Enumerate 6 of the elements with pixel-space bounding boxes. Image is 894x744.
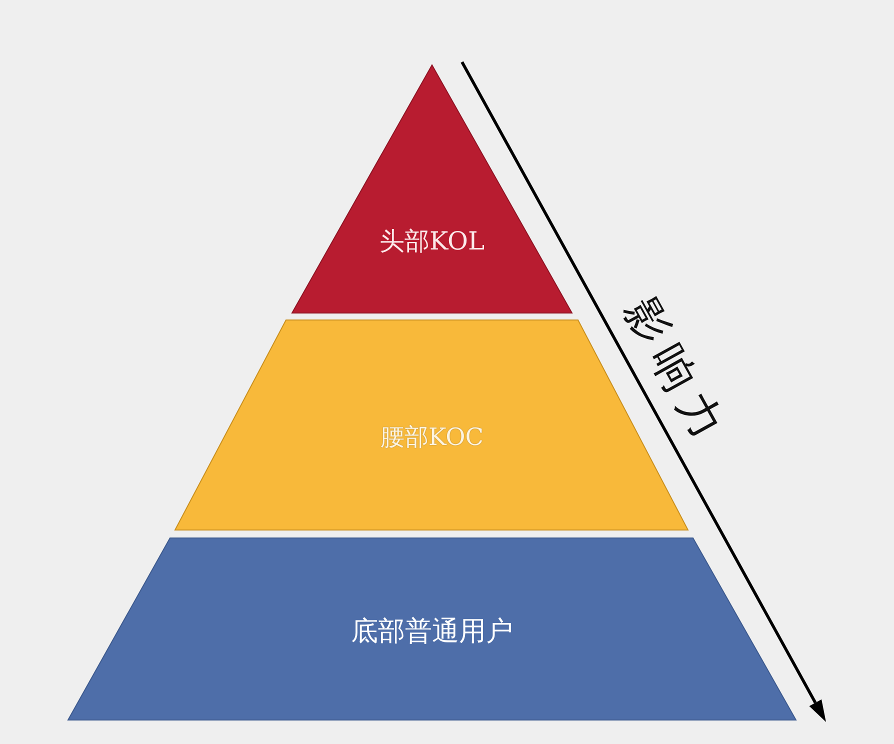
axis-label: 影响力 <box>613 288 739 458</box>
tier-label: 底部普通用户 <box>351 617 513 647</box>
pyramid-top-triangle <box>292 65 572 313</box>
tier-label: 头部KOL <box>379 227 485 255</box>
pyramid-base-tier <box>68 538 796 720</box>
tier-label: 腰部KOC <box>380 424 484 450</box>
